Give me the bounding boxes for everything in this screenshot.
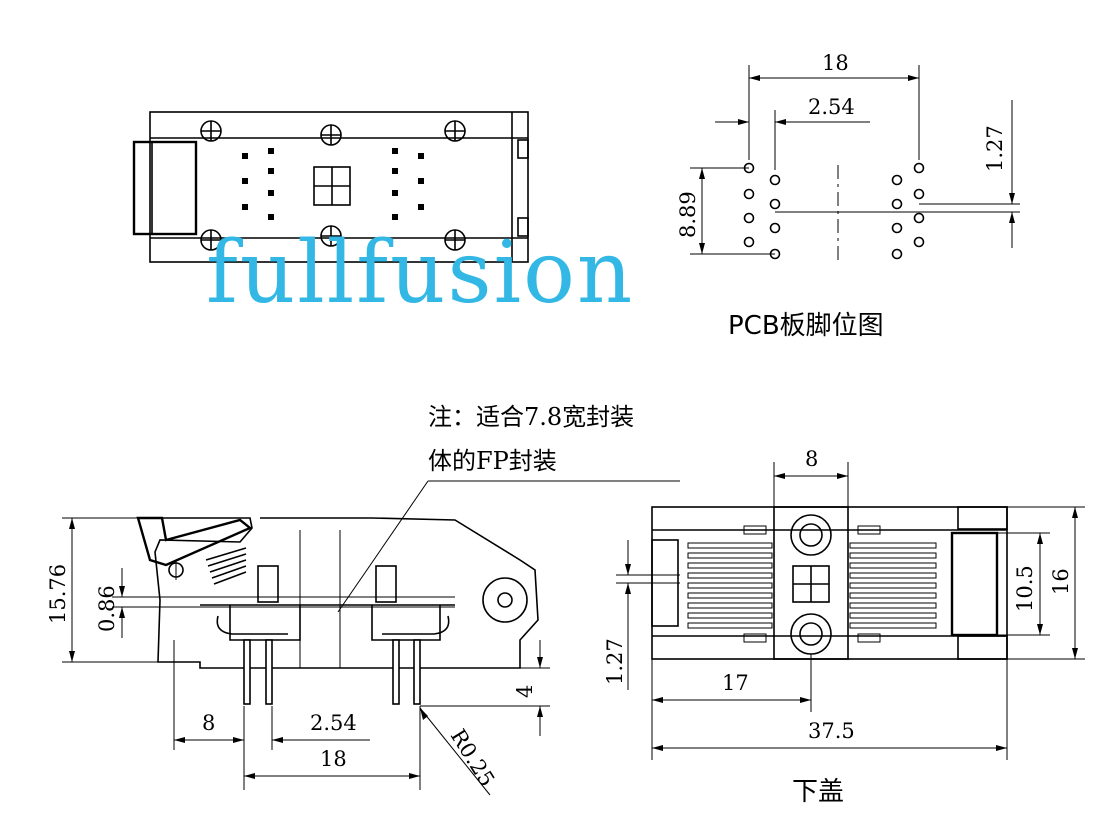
- dim-0-86: 0.86: [95, 585, 119, 632]
- top-view: [132, 111, 529, 263]
- dim-8-89: 8.89: [676, 191, 700, 238]
- pin-bar: [687, 622, 773, 629]
- note-line-1: 注：适合7.8宽封装: [428, 403, 634, 431]
- dim-1-27-bottom: 1.27: [603, 638, 627, 685]
- dim-8: 8: [202, 711, 215, 735]
- pin-bar: [687, 582, 773, 589]
- dim-37-5: 37.5: [808, 719, 855, 743]
- pin-bar: [687, 612, 773, 619]
- dim-2-54-side: 2.54: [310, 711, 357, 735]
- dim-10-5: 10.5: [1013, 565, 1037, 612]
- watermark: fullfusion: [206, 223, 634, 323]
- dim-18-side: 18: [320, 747, 347, 771]
- dim-8-bottom: 8: [805, 447, 818, 471]
- note-leader-arrow: [337, 480, 429, 613]
- dim-1-27: 1.27: [983, 125, 1007, 172]
- bottom-view-title: 下盖: [792, 777, 844, 807]
- pin-bar: [687, 542, 773, 549]
- pin-bar: [849, 552, 937, 559]
- pin-tab: [743, 525, 767, 535]
- pin-bar: [687, 592, 773, 599]
- pin-tab: [857, 633, 881, 643]
- pin-bar: [849, 562, 937, 569]
- pin-bar: [849, 592, 937, 599]
- dim-15-76: 15.76: [46, 564, 70, 624]
- dim-18: 18: [822, 51, 849, 75]
- note-line-2: 体的FP封装: [428, 447, 557, 475]
- pin-bar: [849, 602, 937, 609]
- pin-bar: [849, 572, 937, 579]
- dim-r0-25: R0.25: [446, 725, 500, 791]
- pin-bar: [849, 622, 937, 629]
- pin-bar: [849, 612, 937, 619]
- dim-16: 16: [1049, 568, 1073, 595]
- pin-bar: [687, 572, 773, 579]
- pcb-footprint: 18 2.54 8.89 1.27: [676, 51, 1020, 341]
- pin-tab: [743, 633, 767, 643]
- pin-bar: [687, 602, 773, 609]
- dim-2-54: 2.54: [808, 95, 855, 119]
- pin-bar: [849, 542, 937, 549]
- dim-17: 17: [722, 671, 749, 695]
- pin-bar: [687, 552, 773, 559]
- bottom-view: 8 16 10.5 1.27 17 37.5 下盖: [603, 447, 1085, 807]
- pcb-footprint-title: PCB板脚位图: [728, 311, 884, 341]
- pin-bar: [849, 582, 937, 589]
- side-view: 15.76 0.86 8 2.54 18 4: [46, 516, 550, 796]
- dim-4: 4: [513, 685, 537, 698]
- pin-tab: [857, 525, 881, 535]
- pin-bar: [687, 562, 773, 569]
